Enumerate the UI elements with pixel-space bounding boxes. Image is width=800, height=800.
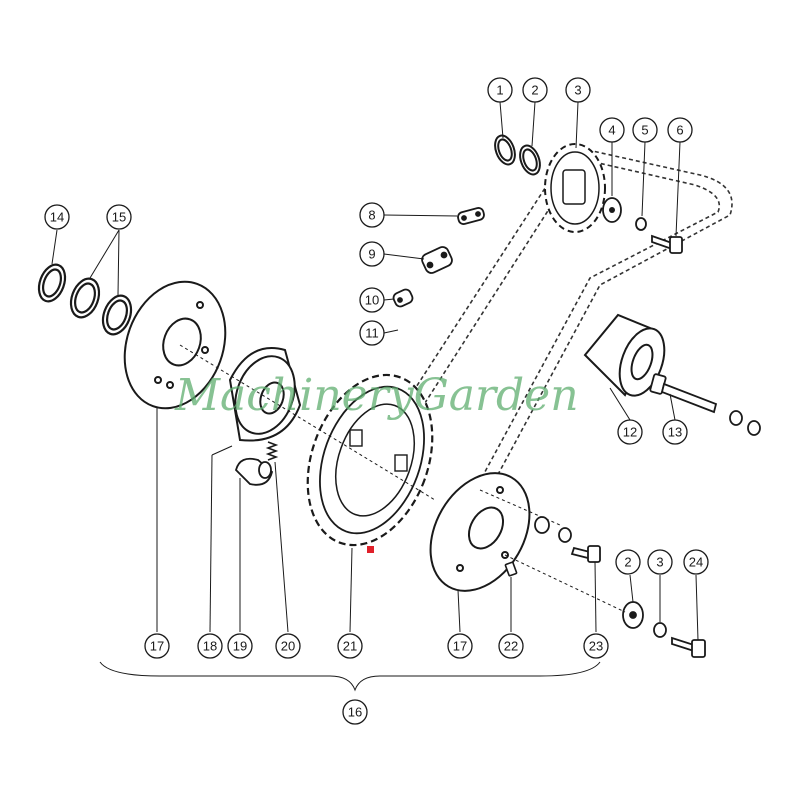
svg-text:3: 3 <box>574 83 581 98</box>
svg-text:2: 2 <box>624 555 631 570</box>
ring-part-2 <box>519 144 541 176</box>
callout-2-lower: 2 <box>615 549 641 575</box>
watermark-text: MachineryGarden <box>174 370 579 421</box>
chain-link-part-8 <box>457 207 485 225</box>
svg-text:18: 18 <box>203 639 217 654</box>
callout-10: 10 <box>359 287 385 313</box>
callout-19: 19 <box>227 633 253 659</box>
svg-text:6: 6 <box>676 123 683 138</box>
svg-text:21: 21 <box>343 639 357 654</box>
svg-text:19: 19 <box>233 639 247 654</box>
roller-part-12 <box>583 313 666 397</box>
svg-text:23: 23 <box>589 639 603 654</box>
callout-3: 3 <box>565 77 591 103</box>
callout-24: 24 <box>683 549 709 575</box>
svg-text:20: 20 <box>281 639 295 654</box>
callout-16: 16 <box>342 699 368 725</box>
seal-ring-part-14 <box>37 263 67 303</box>
callout-2: 2 <box>522 77 548 103</box>
callout-17-right: 17 <box>447 633 473 659</box>
svg-text:9: 9 <box>368 247 375 262</box>
callout-6: 6 <box>667 117 693 143</box>
svg-text:15: 15 <box>112 210 126 225</box>
svg-text:17: 17 <box>453 639 467 654</box>
svg-text:12: 12 <box>623 425 637 440</box>
spring-part-20 <box>265 441 279 461</box>
svg-text:3: 3 <box>656 555 663 570</box>
chain-link-part-9 <box>421 246 453 274</box>
svg-text:2: 2 <box>531 83 538 98</box>
leader-lines <box>51 101 699 692</box>
nut-part-5 <box>635 217 647 231</box>
clutch-disc-part-17-right <box>429 472 531 592</box>
nut-part-3b <box>653 622 667 638</box>
svg-text:24: 24 <box>689 555 703 570</box>
hub-part-18 <box>228 347 302 442</box>
bolt-part-6 <box>651 234 683 254</box>
pawl-part-19 <box>234 457 274 486</box>
svg-text:16: 16 <box>348 705 362 720</box>
bolt-set-part-23 <box>534 516 601 563</box>
callout-11: 11 <box>359 320 385 346</box>
callout-8: 8 <box>359 202 385 228</box>
washer-part-4 <box>602 197 622 223</box>
callout-4: 4 <box>599 117 625 143</box>
callout-17-left: 17 <box>144 633 170 659</box>
clutch-disc-part-17-left <box>123 280 227 410</box>
callout-9: 9 <box>359 241 385 267</box>
long-bolt-part-13 <box>649 373 761 436</box>
svg-text:22: 22 <box>504 639 518 654</box>
callout-12: 12 <box>617 419 643 445</box>
svg-text:1: 1 <box>496 83 503 98</box>
svg-text:5: 5 <box>641 123 648 138</box>
seal-ring-part-15b <box>101 294 133 336</box>
callout-5: 5 <box>632 117 658 143</box>
svg-text:13: 13 <box>668 425 682 440</box>
callout-21: 21 <box>337 633 363 659</box>
callout-15: 15 <box>106 204 132 230</box>
callout-3-lower: 3 <box>647 549 673 575</box>
callout-23: 23 <box>583 633 609 659</box>
small-sprocket-part-3 <box>544 143 606 233</box>
chain-link-part-10 <box>392 288 414 308</box>
svg-text:10: 10 <box>365 293 379 308</box>
seal-ring-part-15a <box>69 277 101 319</box>
washer-part-2b <box>622 601 644 629</box>
ring-part-1 <box>494 134 516 166</box>
svg-text:14: 14 <box>50 210 64 225</box>
set-screw-part-22 <box>504 561 518 577</box>
callout-20: 20 <box>275 633 301 659</box>
svg-text:8: 8 <box>368 208 375 223</box>
red-marker <box>367 546 374 553</box>
bolt-part-24 <box>671 636 706 658</box>
svg-text:4: 4 <box>608 123 615 138</box>
svg-text:17: 17 <box>150 639 164 654</box>
callout-14: 14 <box>44 204 70 230</box>
callout-1: 1 <box>487 77 513 103</box>
callout-13: 13 <box>662 419 688 445</box>
callout-18: 18 <box>197 633 223 659</box>
svg-text:11: 11 <box>365 326 379 341</box>
callout-22: 22 <box>498 633 524 659</box>
